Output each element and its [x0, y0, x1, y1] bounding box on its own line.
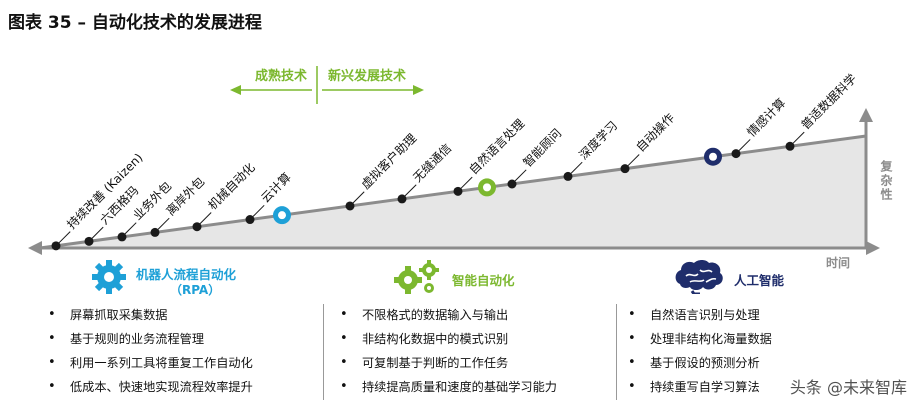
- time-axis-arrow-right: [866, 241, 880, 255]
- milestone-label: 自动操作: [633, 110, 678, 155]
- list-item: 处理非结构化海量数据: [628, 330, 772, 354]
- milestone-dot: [51, 241, 61, 251]
- milestone-label: 情感计算: [744, 95, 789, 140]
- milestone-label: 业务外包: [130, 178, 175, 223]
- milestone-dot: [84, 236, 94, 246]
- list-item: 持续提高质量和速度的基础学习能力: [340, 378, 557, 402]
- milestone-dot: [345, 201, 355, 211]
- complexity-axis-label: 复杂性: [879, 159, 893, 202]
- complexity-axis-arrow: [859, 108, 873, 122]
- ai-bullet-list: 自然语言识别与处理 处理非结构化海量数据 基于假设的预测分析 持续重写自学习算法: [628, 306, 772, 402]
- milestone-label: 无缝通信: [410, 140, 455, 185]
- gear-icon: [92, 260, 126, 294]
- milestone-tick: [570, 161, 583, 174]
- milestone-marker-center: [278, 211, 286, 220]
- time-axis-arrow-left: [28, 241, 42, 255]
- emerging-label: 新兴发展技术: [328, 68, 406, 84]
- ai-title: 人工智能: [734, 273, 785, 288]
- list-item: 可复制基于判断的工作任务: [340, 354, 557, 378]
- list-item: 自然语言识别与处理: [628, 306, 772, 330]
- list-item: 低成本、快速地实现流程效率提升: [48, 378, 253, 402]
- milestone-dot: [731, 149, 741, 159]
- list-item: 屏幕抓取采集数据: [48, 306, 253, 330]
- rpa-bullet-list: 屏幕抓取采集数据 基于规则的业务流程管理 利用一系列工具将重复工作自动化 低成本…: [48, 306, 253, 402]
- milestone-tick: [58, 231, 71, 244]
- milestone-tick: [124, 222, 137, 235]
- column-divider-2: [616, 304, 617, 400]
- milestone-dot: [192, 222, 202, 232]
- milestone-dot: [563, 171, 573, 181]
- emerging-arrow-head: [413, 85, 424, 95]
- milestone-dot: [453, 186, 463, 196]
- watermark: 头条 @未来智库: [789, 378, 907, 397]
- column-divider-1: [323, 304, 324, 400]
- list-item: 持续重写自学习算法: [628, 378, 772, 402]
- milestone-tick: [199, 212, 212, 225]
- milestone-label: 云计算: [258, 169, 294, 205]
- milestone-marker-center: [483, 183, 491, 192]
- time-axis-label: 时间: [826, 255, 850, 270]
- milestone-label: 自然语言处理: [466, 116, 528, 178]
- milestone-dot: [507, 179, 517, 189]
- list-item: 利用一系列工具将重复工作自动化: [48, 354, 253, 378]
- milestone-tick: [157, 217, 170, 230]
- gears-icon: [394, 260, 439, 294]
- milestone-tick: [404, 184, 417, 197]
- milestone-dot: [397, 194, 407, 204]
- milestone-label: 虚拟客户助理: [358, 130, 420, 192]
- list-item: 非结构化数据中的模式识别: [340, 330, 557, 354]
- rpa-title: 机器人流程自动化: [136, 267, 237, 282]
- milestone-label: 离岸外包: [163, 174, 208, 219]
- milestone-tick: [738, 139, 751, 151]
- intelligent-automation-bullet-list: 不限格式的数据输入与输出 非结构化数据中的模式识别 可复制基于判断的工作任务 持…: [340, 306, 557, 402]
- list-item: 基于假设的预测分析: [628, 354, 772, 378]
- milestone-dot: [117, 232, 127, 242]
- milestone-label: 深度学习: [576, 118, 621, 163]
- mature-arrow-head: [230, 85, 241, 95]
- milestone-dot: [785, 141, 795, 151]
- milestone-tick: [91, 226, 104, 239]
- milestone-label: 机械自动化: [205, 160, 258, 213]
- milestone-label: 普适数据科学: [798, 71, 860, 133]
- intelligent-automation-title: 智能自动化: [452, 273, 515, 288]
- milestone-marker-center: [709, 152, 717, 161]
- milestone-tick: [627, 154, 640, 167]
- rpa-subtitle: （RPA）: [170, 283, 221, 297]
- list-item: 基于规则的业务流程管理: [48, 330, 253, 354]
- milestone-label: 智能顾问: [520, 125, 565, 170]
- milestone-dot: [620, 164, 630, 174]
- brain-icon: [675, 260, 723, 294]
- page-title: 图表 35 – 自动化技术的发展进程: [8, 13, 262, 33]
- milestone-tick: [252, 204, 265, 217]
- milestone-dot: [150, 227, 160, 237]
- milestone-tick: [352, 191, 365, 204]
- progression-line: [39, 134, 867, 250]
- milestone-tick: [792, 131, 805, 144]
- mature-label: 成熟技术: [255, 68, 307, 84]
- list-item: 不限格式的数据输入与输出: [340, 306, 557, 330]
- milestone-tick: [460, 176, 473, 189]
- milestone-tick: [514, 169, 527, 182]
- milestone-dot: [245, 215, 255, 225]
